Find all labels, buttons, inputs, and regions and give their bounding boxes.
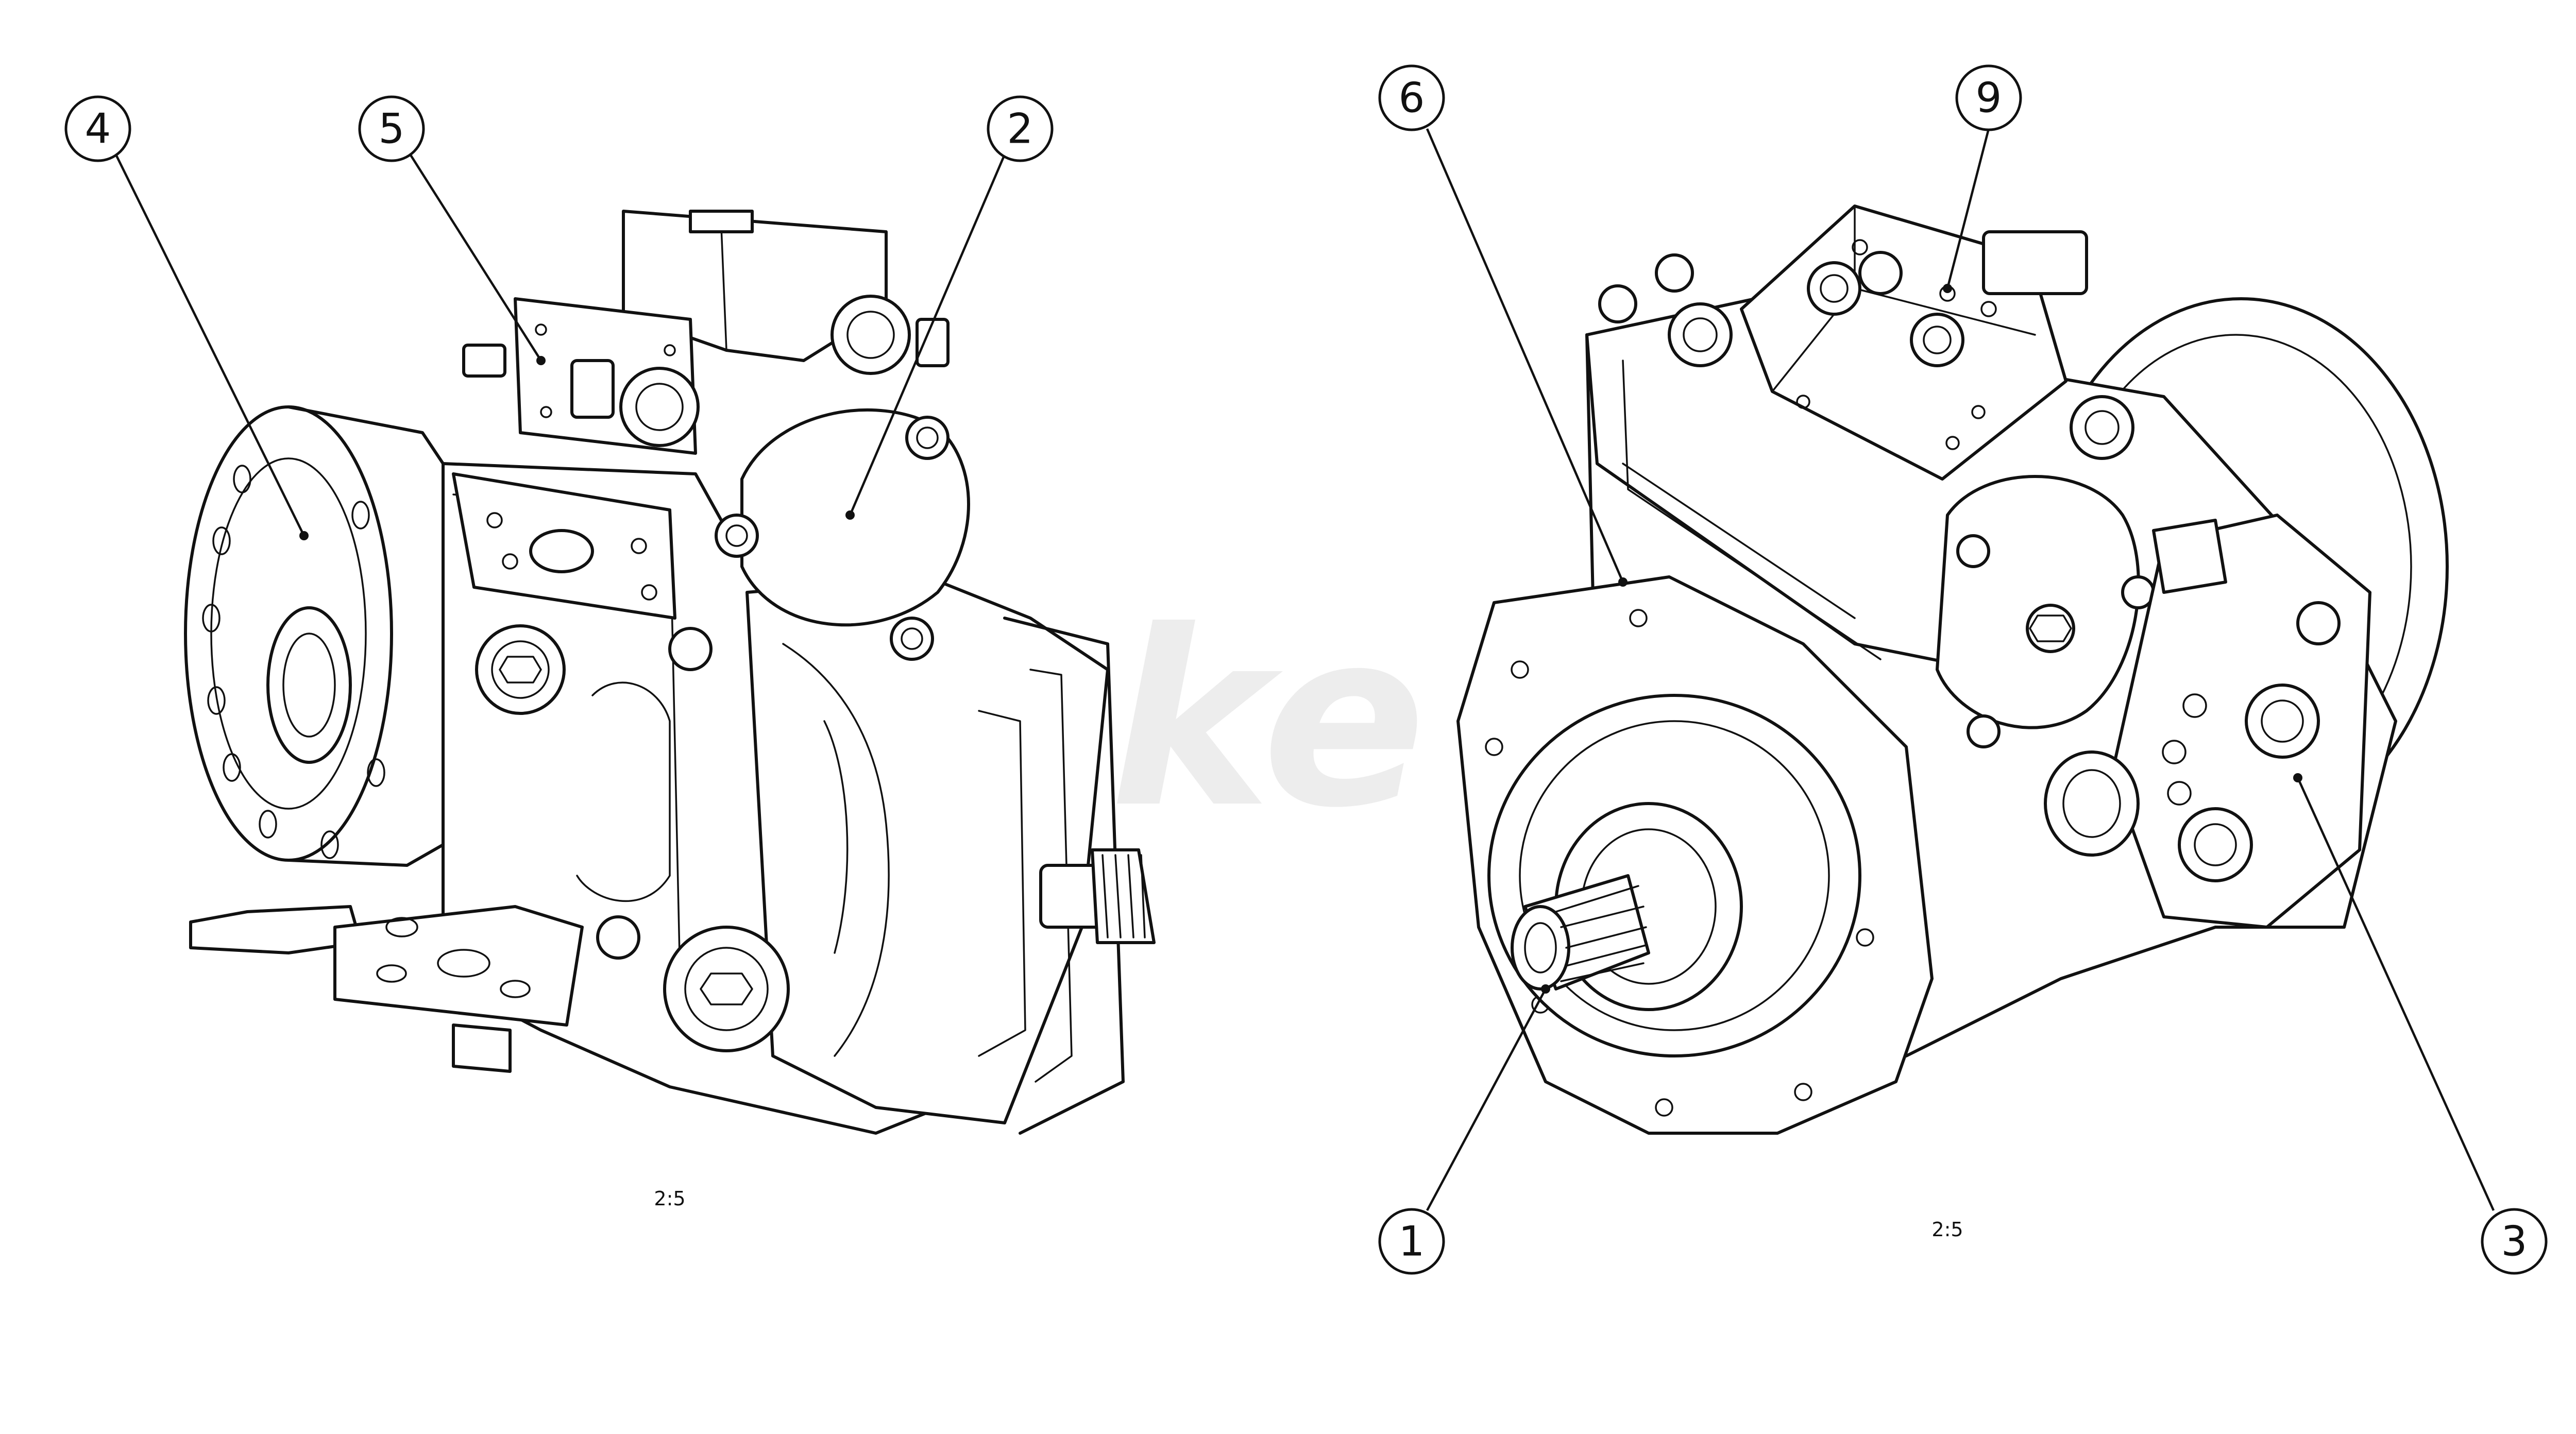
callout-2: 2 bbox=[987, 95, 1054, 162]
left-control-cover bbox=[596, 408, 970, 960]
callout-label: 2 bbox=[1007, 105, 1033, 153]
right-side-manifold bbox=[2044, 514, 2371, 929]
callout-label: 4 bbox=[85, 105, 111, 153]
callout-label: 9 bbox=[1976, 74, 2002, 122]
callout-4: 4 bbox=[64, 95, 131, 162]
callout-1: 1 bbox=[1378, 1208, 1445, 1275]
callout-5: 5 bbox=[358, 95, 425, 162]
leader-5 bbox=[406, 148, 542, 362]
left-front-section bbox=[745, 575, 1156, 1135]
callout-3: 3 bbox=[2481, 1208, 2548, 1275]
leader-3 bbox=[2296, 777, 2495, 1211]
left-top-bracket bbox=[452, 472, 676, 620]
leader-4 bbox=[112, 149, 306, 536]
callout-9: 9 bbox=[1955, 64, 2022, 131]
right-valve-block bbox=[1668, 204, 2134, 481]
left-valve-block bbox=[462, 210, 950, 455]
right-control-cover bbox=[1936, 475, 2155, 748]
callout-6: 6 bbox=[1378, 64, 1445, 131]
callout-label: 1 bbox=[1399, 1218, 1425, 1266]
right-drive-shaft bbox=[1511, 874, 1650, 991]
left-pump-view: 4 5 2 2:5 bbox=[64, 95, 1156, 1210]
callout-label: 6 bbox=[1399, 74, 1425, 122]
right-scale-label: 2:5 bbox=[1931, 1218, 1963, 1241]
left-rear-flange bbox=[184, 405, 445, 954]
left-scale-label: 2:5 bbox=[654, 1187, 685, 1210]
leader-2 bbox=[849, 154, 1006, 516]
callout-label: 3 bbox=[2501, 1218, 2528, 1266]
left-bottom-plug bbox=[333, 905, 790, 1073]
callout-label: 5 bbox=[379, 105, 405, 153]
right-pump-view: 6 9 1 3 2:5 bbox=[1378, 64, 2548, 1275]
leader-9 bbox=[1946, 128, 1990, 289]
leader-6 bbox=[1426, 128, 1624, 583]
leader-1 bbox=[1426, 988, 1547, 1211]
